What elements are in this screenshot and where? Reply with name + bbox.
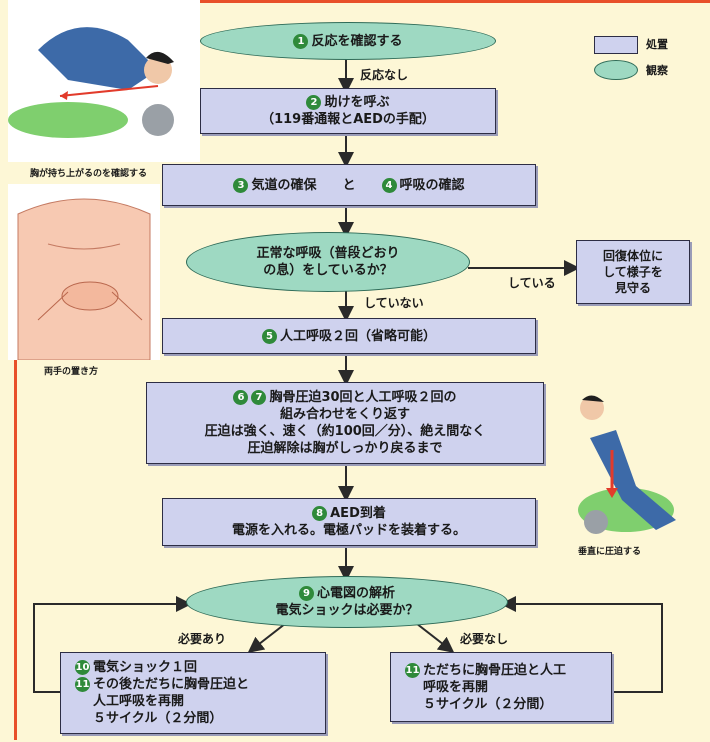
step-number: 11 (405, 662, 420, 678)
step5-text: 人工呼吸２回（省略可能） (279, 328, 436, 344)
legend-action-swatch (594, 36, 638, 54)
caption-vertical-press: 垂直に圧迫する (578, 547, 642, 557)
step-number: 6 (233, 390, 249, 405)
recovery-line3: 見守る (614, 281, 651, 295)
rescuer-illustration (8, 27, 174, 138)
step-number: 4 (381, 177, 397, 193)
edge-shock-needed: 必要あり (178, 632, 227, 646)
step8-line1: AED到着 (330, 506, 386, 521)
recovery-line1: 回復体位に (602, 249, 663, 263)
accent-line (14, 360, 17, 740)
compression-illustration (578, 395, 676, 534)
step-number: 2 (306, 95, 322, 110)
question-normal-breathing: 正常な呼吸（普段どおり の息）をしているか？ (186, 232, 470, 292)
edge-breathing-no: していない (364, 296, 424, 310)
step67-line4: 圧迫解除は胸がしっかり戻るまで (247, 441, 443, 456)
edge-shock-not-needed: 必要なし (460, 632, 509, 646)
step-number: 10 (75, 660, 90, 675)
step3-text: 気道の確保 (251, 177, 317, 193)
recovery-position-box: 回復体位に して様子を 見守る (576, 240, 690, 304)
step-number: 1 (293, 33, 309, 49)
illustration-hand-placement (8, 184, 160, 361)
step9-line1: 心電図の解析 (316, 586, 395, 601)
illustration-breathing-check (8, 0, 200, 162)
step10-line3: 人工呼吸を再開 (93, 694, 185, 709)
step4-text: 呼吸の確認 (399, 177, 465, 193)
legend-observe-swatch (594, 60, 638, 80)
step-number: 11 (75, 677, 90, 692)
step9-line2: 電気ショックは必要か？ (275, 603, 419, 618)
step8-line2: 電源を入れる。電極パッドを装着する。 (231, 523, 466, 538)
caption-hand-position: 両手の置き方 (44, 367, 99, 377)
step2-line2: （119番通報とAEDの手配） (261, 112, 435, 127)
caption-chest-rise: 胸が持ち上がるのを確認する (30, 169, 148, 179)
step2-line1: 助けを呼ぶ (324, 95, 390, 110)
step-number: 9 (298, 586, 314, 601)
question-line1: 正常な呼吸（普段どおり (256, 246, 400, 261)
step1-text: 反応を確認する (311, 33, 403, 49)
edge-breathing-yes: している (508, 276, 556, 290)
step11-line2: 呼吸を再開 (423, 679, 489, 695)
question-line2: の息）をしているか？ (263, 263, 393, 278)
hands-on-chest-illustration (17, 198, 151, 361)
step-number: 5 (261, 328, 277, 344)
recovery-line2: して様子を (603, 265, 663, 279)
step67-line2: 組み合わせをくり返す (279, 407, 410, 422)
step10-line4: ５サイクル（２分間） (93, 711, 223, 726)
step10-line1: 電気ショック１回 (93, 660, 198, 675)
step10-line2: その後ただちに胸骨圧迫と (93, 677, 250, 692)
legend-observe-label: 観察 (646, 64, 668, 77)
accent-line-top (200, 0, 710, 3)
legend-action-label: 処置 (646, 38, 668, 51)
step3-and: と (342, 177, 356, 193)
step11-line1: ただちに胸骨圧迫と人工 (423, 662, 567, 678)
step11-line3: ５サイクル（２分間） (423, 696, 553, 712)
edge-no-response: 反応なし (360, 68, 409, 82)
illustration-compression (556, 390, 694, 540)
step-number: 7 (251, 390, 267, 405)
step67-line3: 圧迫は強く、速く（約100回／分）、絶え間なく (204, 424, 486, 439)
step-number: 3 (233, 177, 249, 193)
step67-line1: 胸骨圧迫30回と人工呼吸２回の (269, 390, 457, 405)
step-number: 8 (312, 506, 328, 521)
